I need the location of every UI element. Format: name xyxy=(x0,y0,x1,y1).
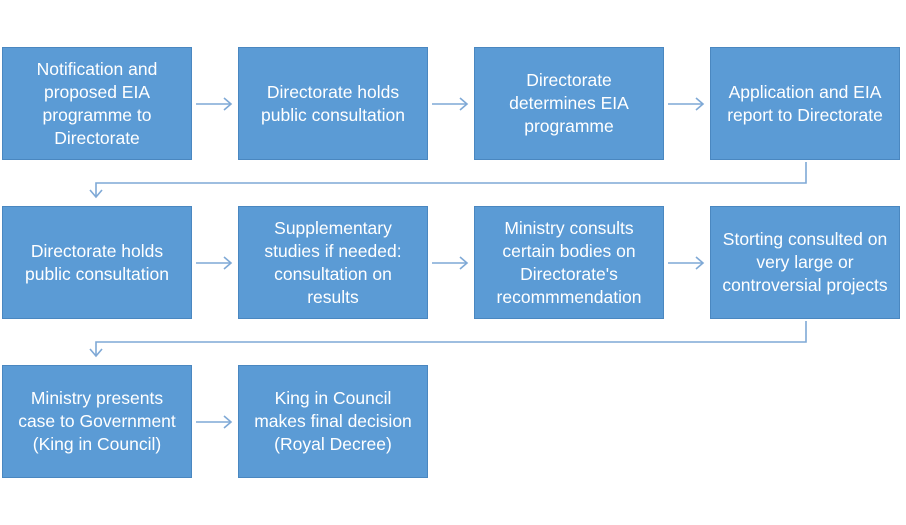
step-4-application-report: Application and EIA report to Directorat… xyxy=(710,47,900,160)
step-2-label: Directorate holds public consultation xyxy=(261,81,405,125)
arrow-4-to-5 xyxy=(89,162,807,199)
step-6-label: Supplementary studies if needed: consult… xyxy=(264,217,402,307)
step-8-storting-consulted: Storting consulted on very large or cont… xyxy=(710,206,900,319)
step-2-public-consultation: Directorate holds public consultation xyxy=(238,47,428,160)
arrow-8-to-9 xyxy=(89,321,807,358)
step-3-label: Directorate determines EIA programme xyxy=(509,70,629,136)
step-3-determines-programme: Directorate determines EIA programme xyxy=(474,47,664,160)
step-10-label: King in Council makes final decision (Ro… xyxy=(254,388,412,454)
step-5-public-consultation: Directorate holds public consultation xyxy=(2,206,192,319)
arrow-6-to-7 xyxy=(432,256,469,270)
arrow-9-to-10 xyxy=(196,415,233,429)
step-8-label: Storting consulted on very large or cont… xyxy=(722,229,888,295)
step-5-label: Directorate holds public consultation xyxy=(25,240,169,284)
step-10-final-decision: King in Council makes final decision (Ro… xyxy=(238,365,428,478)
step-1-notification: Notification and proposed EIA programme … xyxy=(2,47,192,160)
step-6-supplementary-studies: Supplementary studies if needed: consult… xyxy=(238,206,428,319)
arrow-3-to-4 xyxy=(668,97,705,111)
step-7-label: Ministry consults certain bodies on Dire… xyxy=(496,217,642,307)
arrow-7-to-8 xyxy=(668,256,705,270)
arrow-2-to-3 xyxy=(432,97,469,111)
step-1-label: Notification and proposed EIA programme … xyxy=(36,58,158,148)
step-4-label: Application and EIA report to Directorat… xyxy=(727,81,883,125)
arrow-1-to-2 xyxy=(196,97,233,111)
step-9-label: Ministry presents case to Government (Ki… xyxy=(18,388,176,454)
arrow-5-to-6 xyxy=(196,256,233,270)
step-7-ministry-consults: Ministry consults certain bodies on Dire… xyxy=(474,206,664,319)
step-9-ministry-presents: Ministry presents case to Government (Ki… xyxy=(2,365,192,478)
